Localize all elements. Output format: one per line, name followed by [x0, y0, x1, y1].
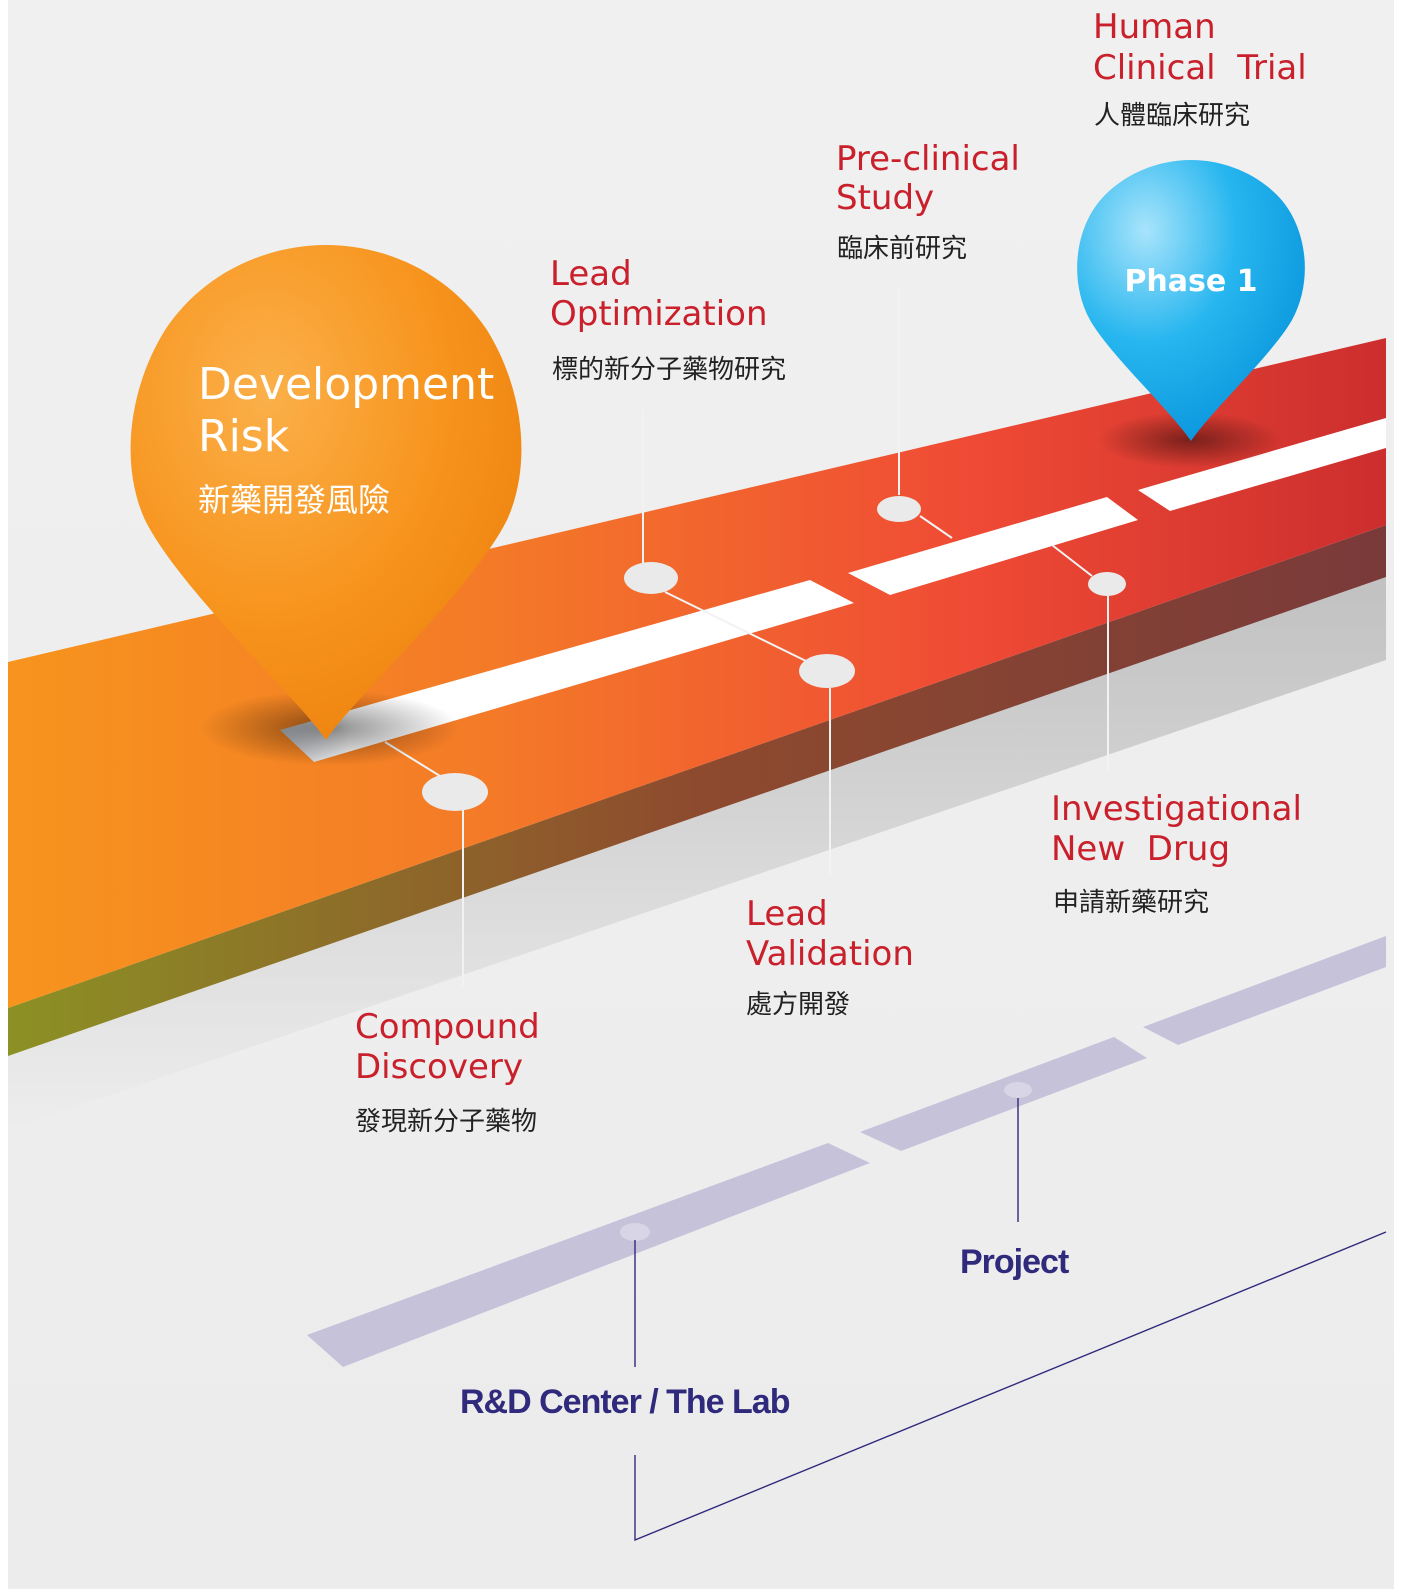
- lower-connectors: [634, 1098, 1387, 1542]
- stage-title-line2: Validation: [746, 934, 914, 974]
- phase-pin-shadow: [1098, 412, 1282, 468]
- stage-title-line2: Clinical Trial: [1093, 48, 1307, 88]
- dot-lead-optimization: [624, 562, 678, 594]
- stage-investigational-new-drug: Investigational New Drug 申請新藥研究: [1051, 789, 1302, 918]
- stage-title-line1: Compound: [355, 1007, 540, 1047]
- stage-title-line1: Lead: [746, 894, 828, 934]
- road-stripe: [1138, 418, 1386, 511]
- stage-subtitle: 人體臨床研究: [1094, 101, 1250, 131]
- stage-subtitle: 發現新分子藥物: [355, 1107, 537, 1137]
- lower-road-segment: [860, 1037, 1147, 1151]
- lower-road-segment: [1143, 936, 1386, 1045]
- stage-subtitle: 處方開發: [746, 990, 850, 1020]
- phase-pin-body: [1077, 160, 1305, 441]
- dot-lead-validation: [799, 654, 855, 688]
- stage-subtitle: 申請新藥研究: [1053, 888, 1209, 918]
- stage-title-line1: Investigational: [1051, 789, 1302, 829]
- label-rnd-center: R&D Center / The Lab: [460, 1383, 790, 1421]
- road-shadow: [8, 575, 1386, 1130]
- stage-connectors: [384, 289, 1109, 986]
- road-side: [8, 525, 1386, 1056]
- development-risk-pin: Development Risk 新藥開發風險: [130, 245, 522, 740]
- risk-pin-title-line2: Risk: [198, 411, 290, 462]
- stage-title-line1: Lead: [550, 254, 632, 294]
- phase-1-pin: Phase 1: [1077, 160, 1305, 441]
- stage-subtitle: 標的新分子藥物研究: [552, 355, 786, 385]
- lower-dot-rnd: [620, 1223, 650, 1241]
- dot-pre-clinical-study: [877, 496, 921, 522]
- lower-dot-project: [1004, 1082, 1032, 1098]
- stage-title-line2: Study: [836, 178, 934, 218]
- stage-pre-clinical-study: Pre-clinical Study 臨床前研究: [836, 139, 1020, 264]
- phase-pin-label: Phase 1: [1124, 264, 1257, 299]
- lower-road: [307, 936, 1386, 1367]
- stage-human-clinical-trial: Human Clinical Trial 人體臨床研究: [1093, 7, 1307, 131]
- stage-compound-discovery: Compound Discovery 發現新分子藥物: [355, 1007, 540, 1137]
- stage-title-line2: New Drug: [1051, 829, 1230, 869]
- stage-title-line1: Pre-clinical: [836, 139, 1020, 179]
- risk-pin-title-line1: Development: [198, 359, 494, 410]
- dot-compound-discovery: [422, 773, 488, 811]
- road-stripe: [848, 497, 1138, 595]
- dot-investigational-new-drug: [1088, 572, 1126, 596]
- stage-lead-validation: Lead Validation 處方開發: [746, 894, 914, 1020]
- stage-title-line2: Optimization: [550, 294, 768, 334]
- stage-dots: [422, 496, 1126, 811]
- main-road: [8, 338, 1386, 1056]
- stage-title-line2: Discovery: [355, 1047, 523, 1087]
- stage-title-line1: Human: [1093, 7, 1216, 47]
- lower-road-segment: [307, 1143, 870, 1367]
- label-project: Project: [960, 1243, 1069, 1281]
- stage-lead-optimization: Lead Optimization 標的新分子藥物研究: [550, 254, 786, 385]
- risk-pin-subtitle: 新藥開發風險: [198, 481, 390, 519]
- road-top: [8, 338, 1386, 1008]
- stage-subtitle: 臨床前研究: [837, 234, 967, 264]
- risk-pin-body: [130, 245, 522, 740]
